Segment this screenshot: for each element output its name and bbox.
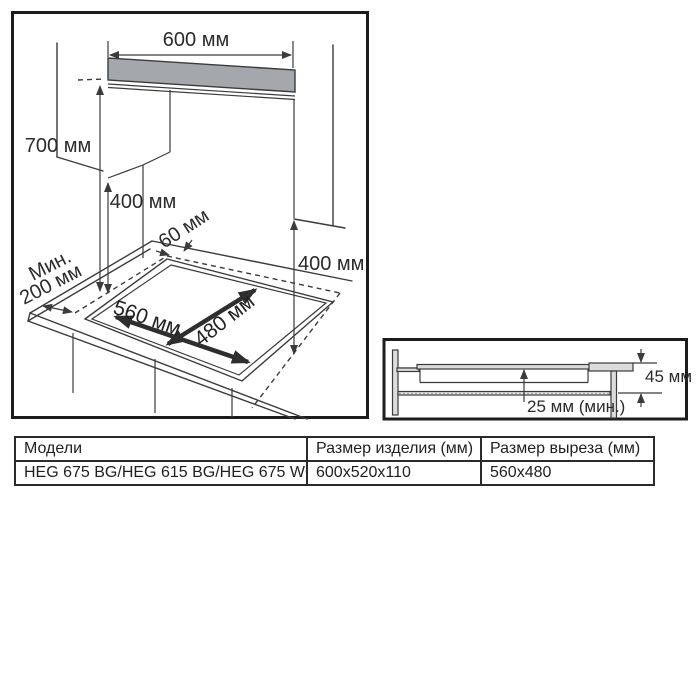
dimension-400-left: 400 мм [104, 182, 176, 294]
detail-border [382, 338, 688, 421]
dimension-45: 45 мм [618, 349, 692, 407]
spec-table: Модели Размер изделия (мм) Размер выреза… [14, 436, 655, 486]
cutout-outline [83, 258, 335, 382]
dim-label-700: 700 мм [25, 135, 91, 157]
detail-cross-section: 45 мм 25 мм (мин.) [382, 338, 692, 421]
section-structure [391, 349, 634, 419]
header-cutout-size: Размер выреза (мм) [480, 436, 655, 462]
main-diagram: 600 мм 700 мм 400 мм 400 мм [11, 11, 369, 420]
cell-models: HEG 675 BG/HEG 615 BG/HEG 675 WG [14, 460, 308, 486]
dimension-700: 700 мм [25, 85, 104, 292]
dim-label-400-left: 400 мм [110, 191, 176, 213]
dimension-600: 600 мм [107, 29, 294, 68]
dim-label-480: 480 мм [190, 290, 259, 351]
dim-label-25: 25 мм (мин.) [527, 397, 625, 416]
dashed-outline [74, 255, 341, 409]
countertop-lines [27, 240, 353, 420]
dimension-min-200: Мин. 200 мм [16, 246, 85, 315]
dimension-400-right: 400 мм [290, 99, 364, 355]
spec-table-data-row: HEG 675 BG/HEG 615 BG/HEG 675 WG 600x520… [14, 460, 655, 486]
spec-table-header-row: Модели Размер изделия (мм) Размер выреза… [14, 436, 655, 462]
hood-panel [77, 57, 296, 258]
cell-product-size: 600x520x110 [306, 460, 482, 486]
dim-label-600: 600 мм [163, 29, 229, 51]
wall-lines [56, 42, 346, 229]
header-product-size: Размер изделия (мм) [306, 436, 482, 462]
cell-cutout-size: 560x480 [480, 460, 655, 486]
header-models: Модели [14, 436, 308, 462]
dim-label-400-right: 400 мм [298, 253, 364, 275]
dim-label-45: 45 мм [645, 367, 692, 386]
main-diagram-border [11, 11, 369, 419]
cutout-dimensions: 560 мм 480 мм [110, 288, 259, 365]
dimension-25: 25 мм (мин.) [520, 369, 625, 416]
